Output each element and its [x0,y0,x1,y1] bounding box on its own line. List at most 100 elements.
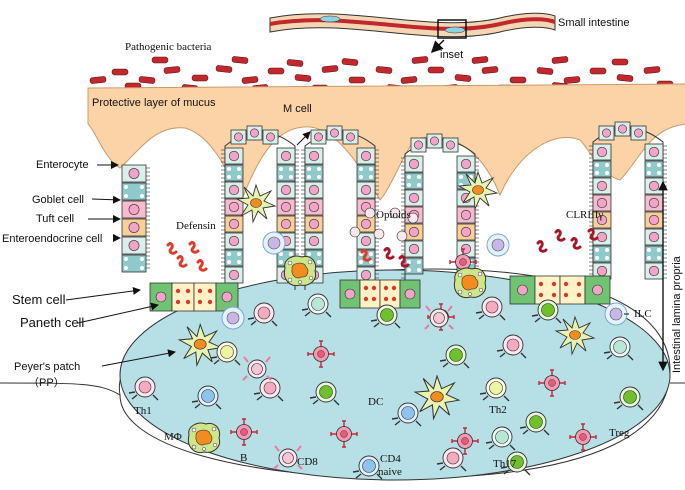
bacterium [231,56,249,64]
goblet-cell [356,249,376,267]
epithelial-cell [644,194,664,212]
epithelial-cell [426,133,443,149]
bacterium [611,58,629,66]
epithelial-cell [224,198,244,216]
small-intestine-label: Small intestine [558,17,630,29]
ilc-cell [221,306,245,330]
inset-box [437,19,467,39]
goblet-cell-label: Goblet cell [32,194,84,206]
left-pointers [65,131,629,367]
macrophage-label: MΦ [164,431,182,443]
macrophage [187,422,221,454]
bacterium [241,76,259,84]
goblet-cell [592,245,612,263]
villus [221,125,299,290]
inset-arrow [430,39,445,54]
epithelial-cell [342,129,359,145]
bacterium [215,65,233,73]
b-cell-label: B [240,452,247,464]
bacterium [111,68,129,76]
villus-cap [410,133,459,153]
paneth-cell [379,279,401,309]
goblet-cell [276,164,296,182]
paneth-cell [359,279,381,309]
enterocyte-label: Enterocyte [36,159,89,171]
naive-label: naive [378,466,402,478]
goblet-cell [356,164,376,182]
villus-cap [598,121,647,141]
epithelial-cell [644,177,664,195]
epithelial-cell [304,198,324,216]
bacterium [589,67,607,75]
ilc-label: ILC [634,308,652,320]
epithelial-cell [356,181,376,199]
villus [121,164,150,273]
pathogenic-bacteria-label: Pathogenic bacteria [125,41,212,53]
bacterium [163,66,181,74]
epithelial-cell [456,155,476,173]
epithelial-cell [456,206,476,224]
th2-label: Th2 [489,404,507,416]
epithelial-cell [224,147,244,165]
stem-cell-label: Stem cell [12,292,66,307]
epithelial-cell [121,200,147,219]
epithelial-cell [592,143,612,161]
paneth-cell [193,282,217,312]
paneth-cell [559,275,586,305]
bacterium [286,59,304,67]
paneth-cell-label: Paneth cell [20,315,84,330]
bacterium [267,67,285,75]
peyers-patch-abbr: （PP） [28,376,65,389]
opioid-vesicles [349,207,419,268]
epithelial-cell [121,218,147,237]
epithelial-cell [592,177,612,195]
th17-label: Th17 [493,458,517,470]
stem-cell [399,279,421,309]
epithelial-cell [356,147,376,165]
epithelial-cell [644,143,664,161]
bacterium [536,67,554,75]
clr-label: CLRIIIγ [566,209,603,221]
epithelial-cell [230,129,247,145]
th1-label: Th1 [134,405,152,417]
bacterium [294,74,312,82]
bacterium [616,74,634,82]
epithelial-cell [276,198,296,216]
stem-cell [509,275,536,305]
treg-label: Treg [609,427,630,439]
tuft-cell-label: Tuft cell [36,213,74,225]
bacterium [89,76,107,84]
epithelial-cell [304,232,324,250]
goblet-cell [404,257,424,275]
epithelial-cell [262,129,279,145]
epithelial-cell [592,262,612,280]
epithelial-cell [644,228,664,246]
bacterium [321,65,339,73]
epithelial-cell [356,232,376,250]
epithelial-cell [592,194,612,212]
villus-cap [310,125,359,145]
mucus-label: Protective layer of mucus [92,97,216,109]
ilc-cell [262,231,286,255]
epithelial-cell [592,211,612,229]
epithelial-cell [404,155,424,173]
goblet-cell [644,245,664,263]
crypt [509,275,611,305]
epithelial-cell [614,121,631,137]
paneth-cell [171,282,195,312]
epithelial-cell [404,240,424,258]
epithelial-cell [356,215,376,233]
bacterium [191,74,209,82]
bacterium [563,76,581,84]
dc-label: DC [368,396,383,408]
goblet-cell [644,160,664,178]
epithelial-cell [410,137,427,153]
bacterium [427,66,445,74]
epithelial-cell [592,228,612,246]
bacterium [151,56,169,64]
stem-cell [149,282,173,312]
goblet-cell [304,164,324,182]
goblet-cell [404,172,424,190]
defensin-molecules [166,241,208,272]
